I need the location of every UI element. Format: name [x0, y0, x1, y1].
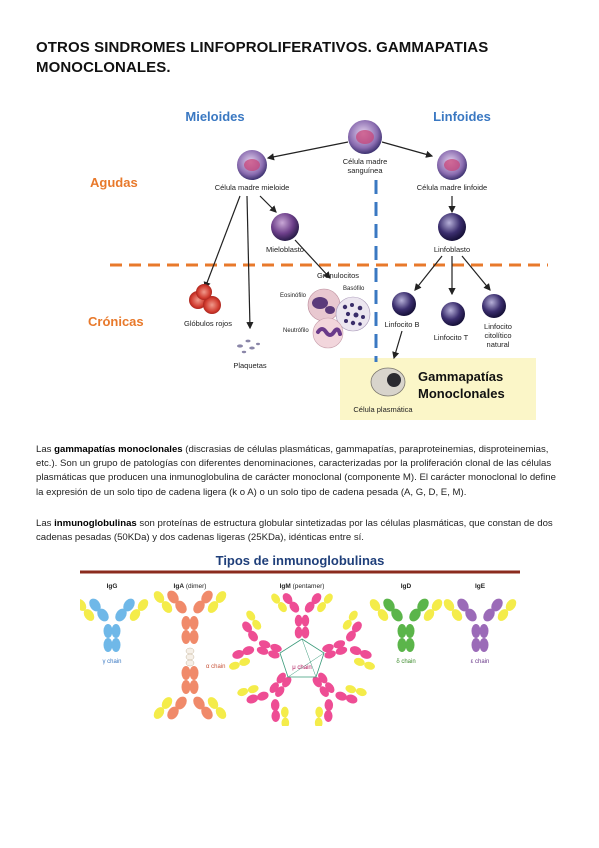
iga-label-note: (dimer) — [186, 583, 207, 590]
platelets — [237, 339, 260, 354]
stem-cell-label-2: sanguínea — [347, 166, 383, 175]
iga-label-name: IgA — [174, 583, 185, 590]
cronicas-label: Crónicas — [88, 314, 144, 329]
gamma-chain-label: γ chain — [102, 659, 121, 665]
paragraph-1-pre: Las — [36, 444, 55, 455]
linfocito-b-cell — [392, 292, 416, 316]
alpha-chain-label: α chain — [206, 664, 225, 670]
immunoglobulin-types-diagram: Tipos de inmunoglobulinas IgG IgA (dimer… — [80, 551, 520, 726]
nk-cell — [482, 294, 506, 318]
iga-antibody-bottom — [151, 666, 229, 722]
igm-label-note: (pentamer) — [293, 583, 325, 590]
iga-label: IgA (dimer) — [174, 583, 207, 590]
linfocito-b-label: Linfocito B — [384, 320, 419, 329]
page-title: OTROS SINDROMES LINFOPROLIFERATIVOS. GAM… — [36, 39, 489, 76]
iga-antibody-top — [151, 588, 229, 644]
igm-label: IgM (pentamer) — [280, 583, 325, 590]
igd-label: IgD — [401, 583, 412, 590]
stem-cell-label-1: Célula madre — [343, 157, 388, 166]
gammapatias-title-2: Monoclonales — [418, 386, 505, 401]
igd-antibody — [367, 596, 445, 652]
lymphoid-stem-label: Célula madre linfoide — [417, 183, 487, 192]
paragraph-2-pre: Las — [36, 518, 55, 529]
iga-j-chain — [185, 647, 195, 667]
nk-label-1: Linfocito — [484, 322, 512, 331]
linfocito-t-label: Linfocito T — [434, 333, 469, 342]
igg-antibody — [80, 596, 151, 652]
paragraph-1-bold: gammapatías monoclonales — [54, 444, 183, 455]
globulos-rojos-label: Glóbulos rojos — [184, 319, 232, 328]
neutrofilo-label: Neutrófilo — [283, 328, 309, 334]
rbc-2 — [203, 296, 221, 314]
ige-antibody — [441, 596, 519, 652]
agudas-label: Agudas — [90, 175, 138, 190]
nk-label-2: citolítico — [484, 331, 511, 340]
igg-label: IgG — [107, 583, 118, 590]
celula-plasmatica-label: Célula plasmática — [353, 405, 413, 414]
nk-label-3: natural — [487, 340, 510, 349]
rbc-3 — [196, 284, 212, 300]
delta-chain-label: δ chain — [396, 659, 415, 665]
epsilon-chain-label: ε chain — [471, 659, 490, 665]
linfoblasto-cell — [438, 213, 466, 241]
paragraph-1-post: (discrasias de células plasmáticas, gamm… — [36, 444, 556, 498]
paragraph-2-post: son proteínas de estructura globular sin… — [36, 518, 553, 544]
plaquetas-label: Plaquetas — [233, 361, 267, 370]
igm-pentamer — [225, 591, 379, 726]
mu-chain-label: μ chain — [292, 665, 311, 671]
paragraph-2-bold: inmunoglobulinas — [54, 518, 137, 529]
igm-label-name: IgM — [280, 583, 291, 590]
paragraph-immunoglobulins: Las inmunoglobulinas son proteínas de es… — [36, 517, 562, 545]
ig-diagram-title: Tipos de inmunoglobulinas — [216, 553, 385, 568]
gammapatias-title-1: Gammapatías — [418, 369, 503, 384]
linfoides-heading: Linfoides — [433, 109, 491, 124]
mieloblasto-cell — [271, 213, 299, 241]
linfoblasto-label: Linfoblasto — [434, 245, 470, 254]
linfocito-t-cell — [441, 302, 465, 326]
mieloides-heading: Mieloides — [185, 109, 244, 124]
paragraph-gammapathies: Las gammapatías monoclonales (discrasias… — [36, 443, 562, 500]
mieloblasto-label: Mieloblasto — [266, 245, 304, 254]
eosinofilo-label: Eosinófilo — [280, 293, 307, 299]
basofilo-label: Basófilo — [343, 286, 365, 292]
gammapathy-highlight-box — [340, 358, 536, 420]
myeloid-stem-label: Célula madre mieloide — [215, 183, 290, 192]
granulocitos-label: Granulocitos — [317, 271, 359, 280]
ige-label: IgE — [475, 583, 486, 590]
hematopoiesis-diagram: Mieloides Linfoides Agudas Crónicas Célu… — [80, 100, 550, 430]
